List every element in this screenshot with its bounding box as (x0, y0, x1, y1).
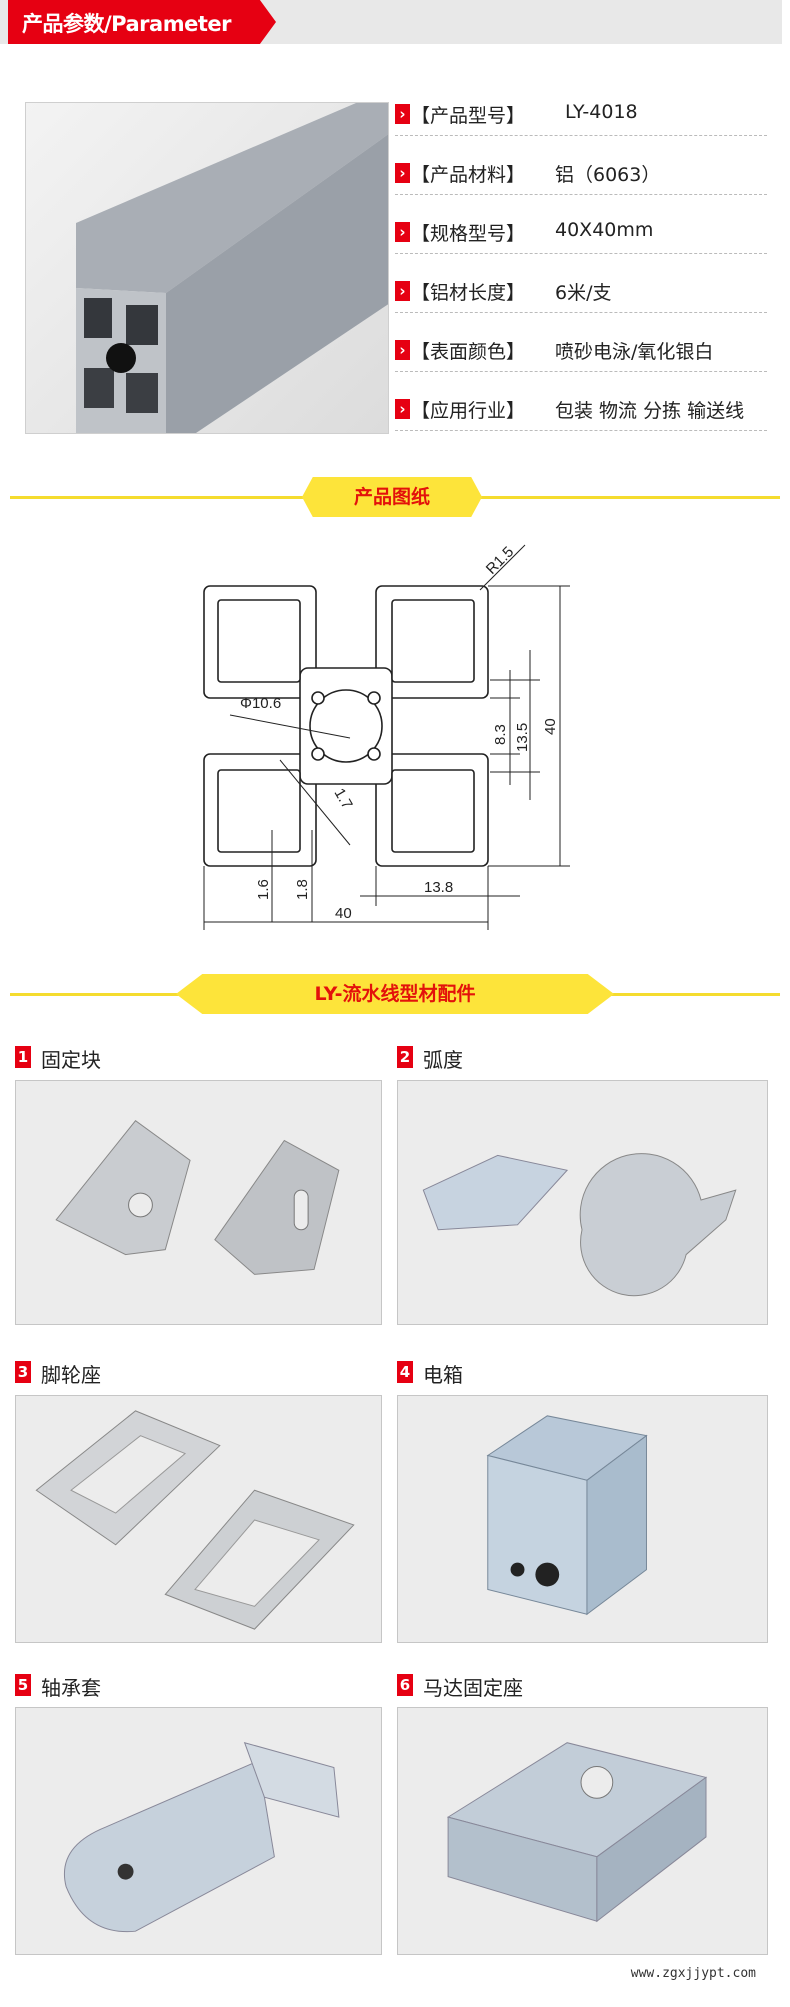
spec-value: 喷砂电泳/氧化银白 (555, 341, 714, 363)
item-name: 轴承套 (41, 1676, 101, 1700)
spec-label: 【产品材料】 (411, 164, 526, 186)
arrow-icon: › (395, 104, 410, 124)
dim-wall2: 1.8 (294, 879, 311, 900)
dim-diameter: Φ10.6 (240, 695, 281, 712)
section-title: 产品参数/Parameter (22, 12, 231, 36)
spec-value: 包装 物流 分拣 输送线 (555, 400, 745, 422)
item-name: 弧度 (423, 1048, 463, 1072)
arrow-icon: › (395, 163, 410, 183)
drawing-banner: 产品图纸 (302, 477, 482, 517)
dim-web: 1.7 (331, 786, 356, 813)
item-number: 1 (15, 1046, 31, 1068)
item-name: 脚轮座 (41, 1363, 101, 1387)
spec-value: LY-4018 (565, 101, 638, 123)
profile-drawing: R1.5 Φ10.6 8.3 13.5 40 1.7 1.6 1.8 13.8 … (203, 543, 570, 930)
aluminum-profile-photo (25, 102, 389, 434)
item-number: 4 (397, 1361, 413, 1383)
watermark: www.zgxjjypt.com (630, 1966, 756, 1981)
spec-row-size: ›【规格型号】 40X40mm (395, 214, 767, 254)
spec-label: 【规格型号】 (411, 223, 526, 245)
arrow-icon: › (395, 281, 410, 301)
arrow-icon: › (395, 340, 410, 360)
parameter-ribbon: 产品参数/Parameter (8, 0, 276, 44)
item-number: 5 (15, 1674, 31, 1696)
dim-height: 40 (542, 718, 559, 735)
spec-label: 【表面颜色】 (411, 341, 526, 363)
arrow-icon: › (395, 399, 410, 419)
spec-value: 40X40mm (555, 219, 654, 241)
item-number: 6 (397, 1674, 413, 1696)
fixing-block-image (15, 1080, 382, 1325)
dim-inner: 13.5 (514, 723, 531, 752)
bearing-sleeve-image (15, 1707, 382, 1955)
item-number: 2 (397, 1046, 413, 1068)
spec-row-color: ›【表面颜色】 喷砂电泳/氧化银白 (395, 332, 767, 372)
item-number: 3 (15, 1361, 31, 1383)
motor-mount-image (397, 1707, 768, 1955)
spec-row-material: ›【产品材料】 铝（6063） (395, 155, 767, 195)
spec-label: 【应用行业】 (411, 400, 526, 422)
item-name: 电箱 (423, 1363, 463, 1387)
caster-seat-image (15, 1395, 382, 1643)
spec-label: 【铝材长度】 (411, 282, 526, 304)
spec-row-industry: ›【应用行业】 包装 物流 分拣 输送线 (395, 391, 767, 431)
dim-radius: R1.5 (483, 543, 517, 577)
spec-value: 铝（6063） (555, 164, 661, 186)
dim-width: 40 (335, 905, 352, 922)
dim-slot: 8.3 (492, 724, 509, 745)
spec-value: 6米/支 (555, 282, 612, 304)
dim-wall1: 1.6 (255, 879, 272, 900)
arrow-icon: › (395, 222, 410, 242)
electric-box-image (397, 1395, 768, 1643)
arc-plate-image (397, 1080, 768, 1325)
dim-cell: 13.8 (424, 879, 453, 896)
spec-row-length: ›【铝材长度】 6米/支 (395, 273, 767, 313)
spec-row-model: ›【产品型号】 LY-4018 (395, 96, 767, 136)
item-name: 马达固定座 (423, 1676, 523, 1700)
accessories-banner: LY-流水线型材配件 (176, 974, 614, 1014)
item-name: 固定块 (41, 1048, 101, 1072)
spec-label: 【产品型号】 (411, 105, 526, 127)
